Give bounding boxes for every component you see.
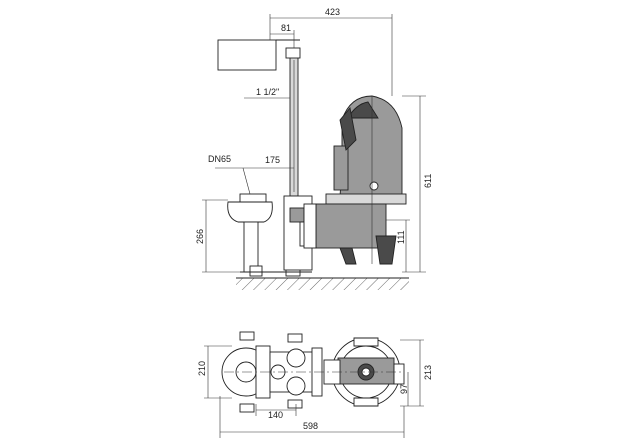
dim-outlet-height: 111 [396, 230, 406, 244]
pump-plan [323, 337, 405, 407]
dim-total-height: 611 [423, 174, 433, 188]
dim-depth-97: 97 [399, 384, 409, 394]
dim-flange-offset: 175 [265, 155, 280, 165]
dim-rail-offset: 81 [281, 23, 291, 33]
dim-pipe-size: 1 1/2" [256, 87, 279, 97]
dim-total-length-top: 423 [325, 7, 340, 17]
ceiling-block [217, 39, 277, 71]
ground-strip [236, 278, 409, 290]
dim-base-height: 266 [195, 229, 205, 244]
dim-flange-label: DN65 [208, 154, 231, 164]
dim-spacing-140: 140 [268, 410, 283, 420]
coupling-block [269, 333, 323, 409]
plan-view: 210 213 97 140 598 [197, 331, 433, 438]
guide-pipe [285, 47, 301, 197]
side-elevation: 423 81 1 1/2" DN65 175 611 266 111 [195, 7, 433, 290]
coupling-foot [227, 193, 313, 277]
dim-width-210: 210 [197, 361, 207, 376]
dim-width-213: 213 [423, 365, 433, 380]
dim-total-length-bottom: 598 [303, 421, 318, 431]
pump-body [303, 95, 407, 265]
